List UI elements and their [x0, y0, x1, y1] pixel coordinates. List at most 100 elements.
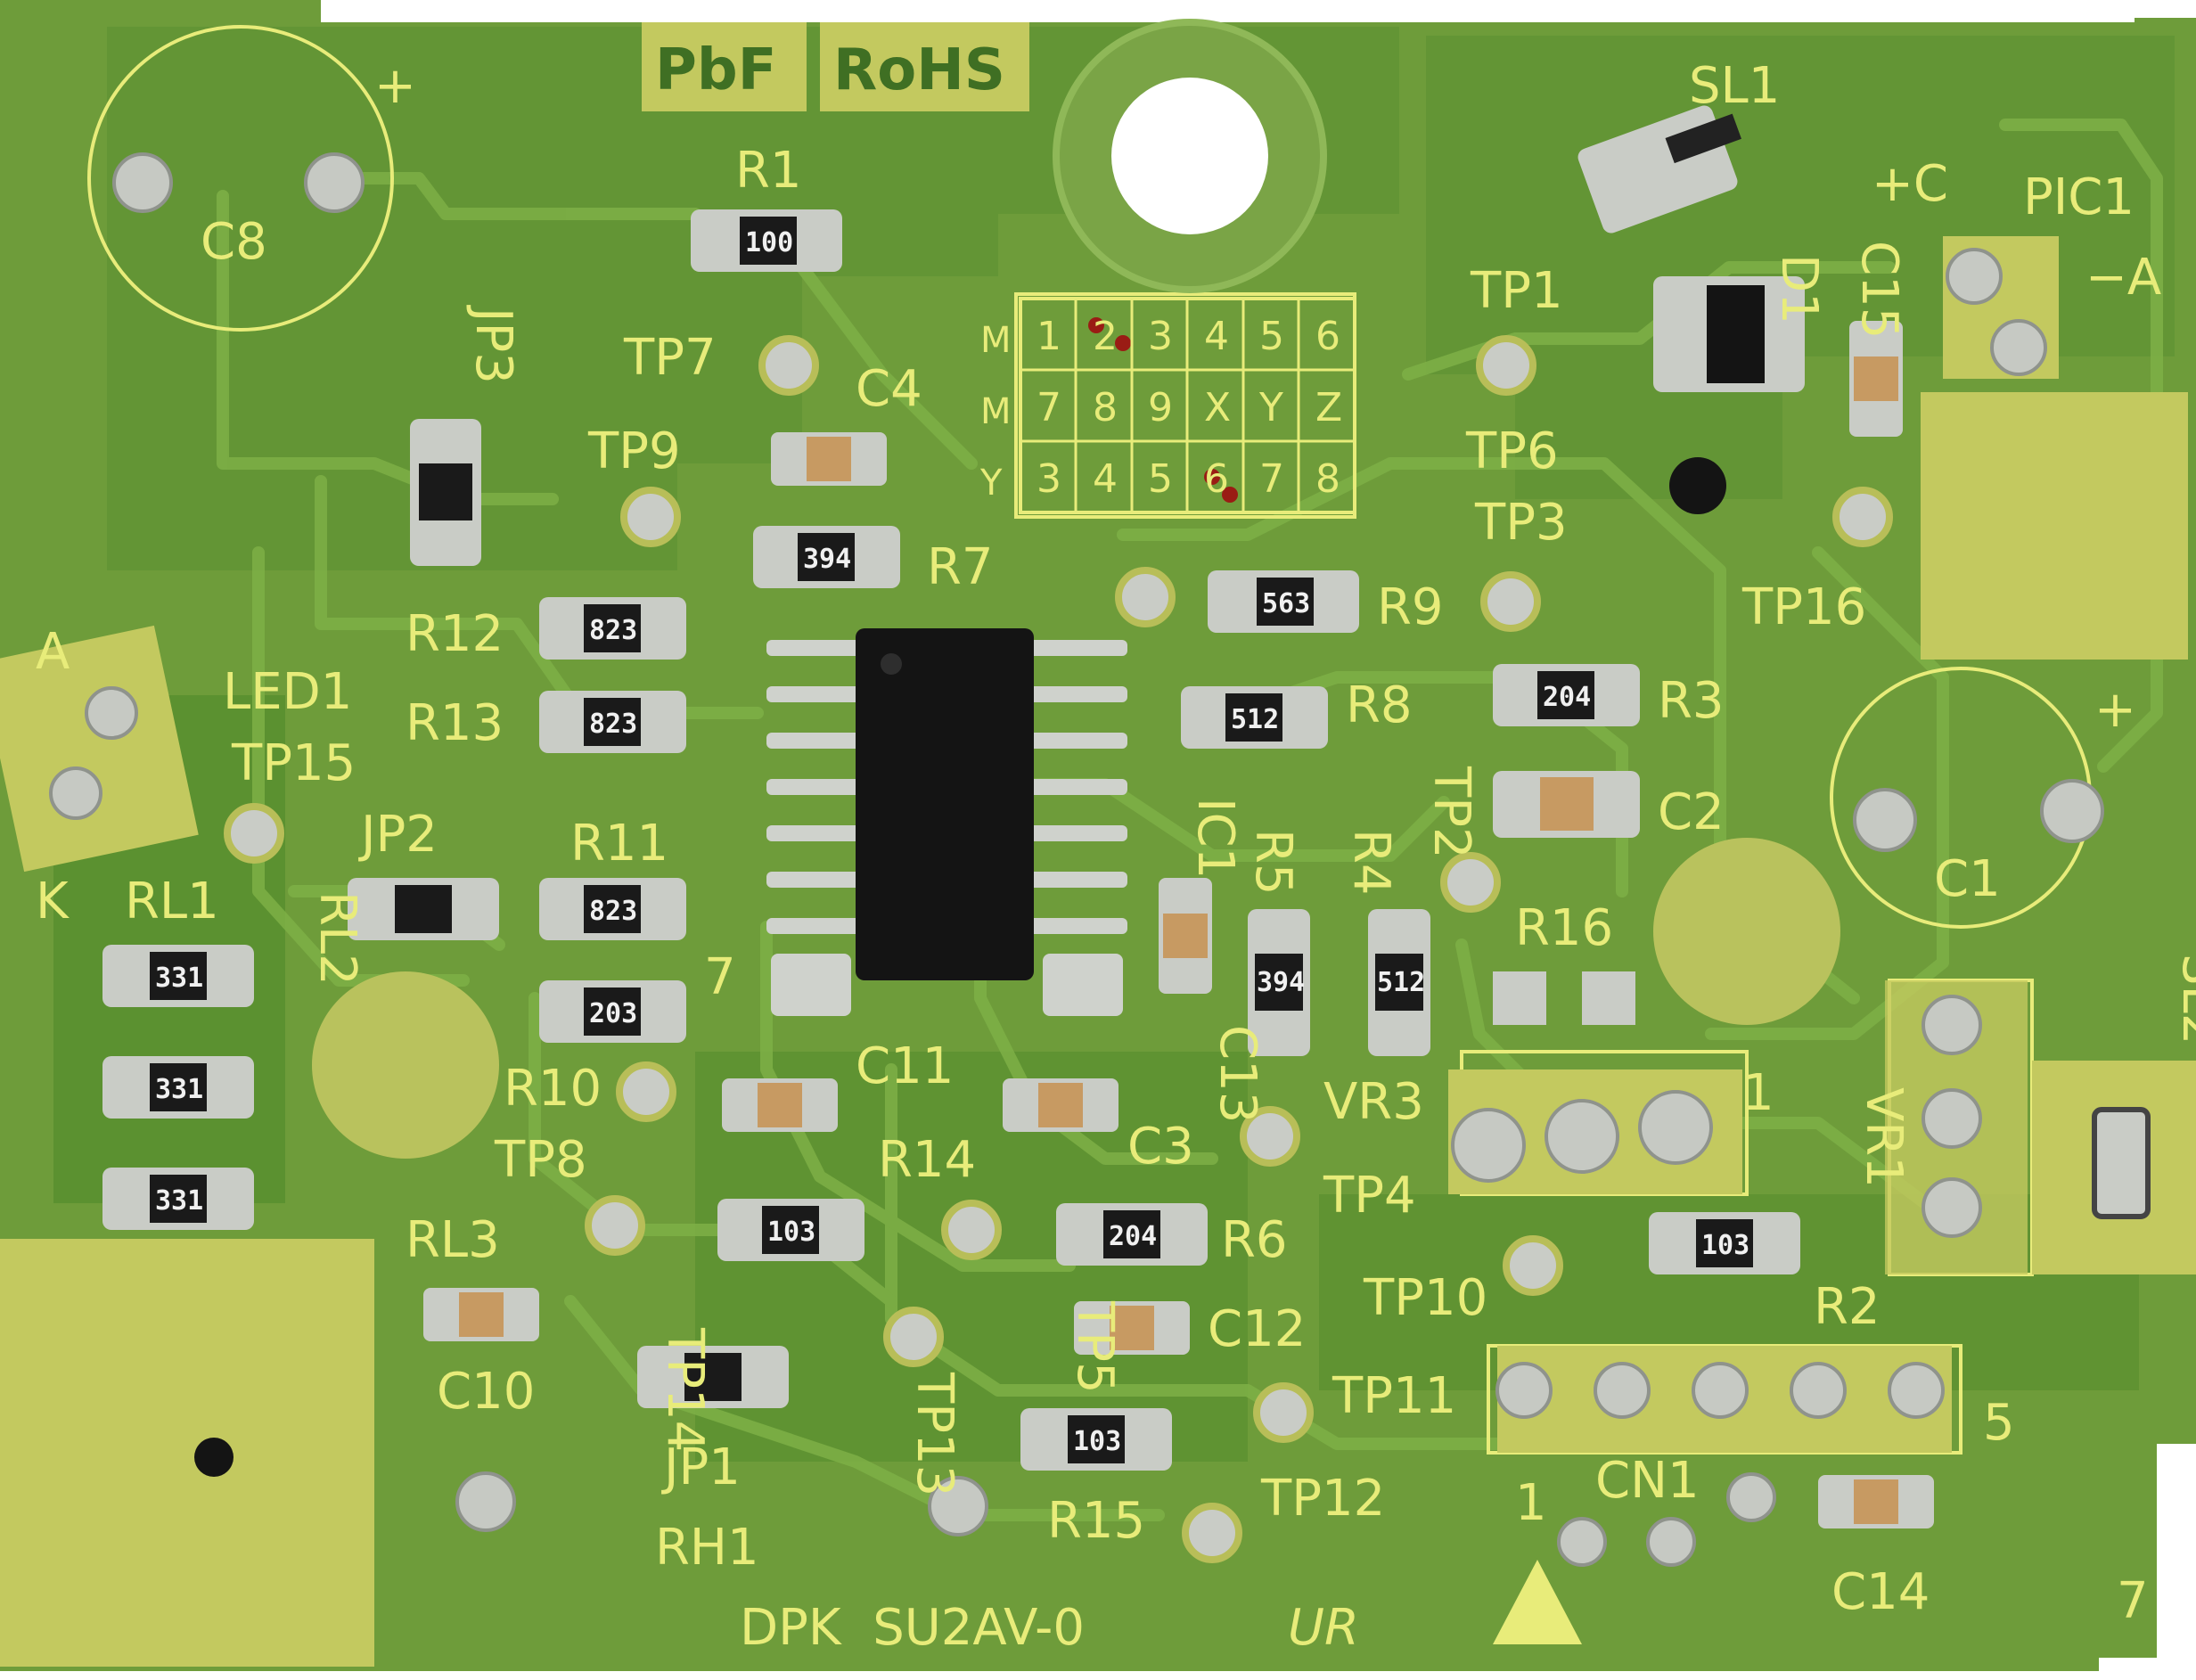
label-tp14: TP14	[656, 1327, 714, 1452]
cap-c3-body	[1038, 1083, 1083, 1127]
label-sl2: SL2	[2171, 954, 2196, 1045]
test-point	[224, 803, 284, 864]
label-cn1: CN1	[1595, 1452, 1700, 1510]
chip-mark-r4: 512	[1377, 967, 1425, 998]
grid-cell: Z	[1315, 385, 1342, 430]
test-points	[224, 335, 1893, 1563]
grid-cell: 4	[1204, 314, 1229, 359]
label-r9: R9	[1377, 578, 1444, 636]
r16-pad	[1493, 971, 1546, 1025]
dark-spot	[1669, 457, 1726, 514]
pbf-badge	[642, 22, 807, 111]
grid-cell: 6	[1315, 314, 1340, 359]
grid-cell: 5	[1259, 314, 1284, 359]
grid-row-label: Y	[979, 463, 1003, 504]
label-tp16: TP16	[1741, 578, 1866, 636]
smd-r13-body	[584, 698, 641, 746]
label-one-cn: 1	[1515, 1474, 1547, 1532]
chip-mark-r9: 563	[1262, 588, 1310, 619]
ic1-body	[856, 628, 1034, 980]
pbf-text: PbF	[655, 37, 776, 103]
trace	[564, 1295, 1165, 1521]
label-tp7: TP7	[623, 329, 717, 387]
mask-zone	[0, 1239, 374, 1667]
pad	[455, 1471, 516, 1532]
grid-cell: 1	[1037, 314, 1061, 359]
pin	[766, 686, 869, 702]
chip-mark-r2: 103	[1701, 1230, 1749, 1261]
silkscreen-labels: C8 + R1 SL1 PIC1 +C −A C15 D1 TP1 TP7 C4…	[36, 57, 2196, 1621]
label-sl1: SL1	[1689, 57, 1780, 115]
label-tp3: TP3	[1474, 494, 1568, 552]
grid-cell: 3	[1148, 314, 1173, 359]
label-minus-a: −A	[2085, 249, 2161, 307]
label-pic1: PIC1	[2023, 168, 2135, 226]
test-point	[1503, 1235, 1563, 1296]
label-plus-c1: +	[2094, 681, 2136, 739]
label-tp10: TP10	[1363, 1269, 1487, 1327]
pin	[766, 640, 869, 656]
pad	[1888, 1362, 1945, 1419]
capacitors	[423, 321, 1934, 1528]
smd-r2-body	[1696, 1219, 1753, 1267]
smd-r15-body	[1068, 1415, 1125, 1463]
label-vr3: VR3	[1323, 1073, 1424, 1131]
pad	[85, 686, 138, 740]
pin	[766, 733, 869, 749]
pad	[2040, 779, 2104, 843]
smd-r3-body	[1537, 671, 1594, 719]
grid-cell: 3	[1037, 456, 1061, 502]
test-point	[616, 1061, 676, 1122]
pin	[1025, 779, 1127, 795]
pad	[1990, 319, 2047, 376]
label-r6: R6	[1221, 1211, 1288, 1269]
chip-mark-rl3: 331	[155, 1185, 203, 1217]
test-point	[1440, 852, 1501, 913]
ic1-pins	[766, 640, 1127, 1016]
jumper-grid: M M Y 1 2 3 4 5 6 7 8 9 X Y Z 3 4 5 6 7 …	[979, 297, 1356, 514]
smd-r9-body	[1257, 578, 1314, 626]
pad	[1545, 1099, 1619, 1174]
label-r1: R1	[735, 142, 802, 200]
cap-c12-body	[1110, 1306, 1154, 1350]
chip-mark-r8: 512	[1231, 704, 1279, 735]
label-c15: C15	[1850, 241, 1908, 339]
test-point	[1832, 487, 1893, 547]
label-c13: C13	[1209, 1025, 1266, 1123]
label-tp9: TP9	[587, 422, 681, 480]
pad	[1922, 1088, 1982, 1149]
pad	[1922, 1177, 1982, 1238]
label-r5: R5	[1244, 829, 1302, 896]
label-c11: C11	[856, 1037, 954, 1095]
grid-row-label: M	[980, 320, 1012, 361]
smd-r1-body	[740, 217, 797, 265]
mask-zone	[0, 625, 199, 873]
label-tp5: TP5	[1066, 1300, 1124, 1394]
chip-mark-r7: 394	[803, 544, 851, 575]
label-tp6: TP6	[1465, 422, 1559, 480]
pin	[766, 825, 869, 841]
pad	[1594, 1362, 1651, 1419]
label-tp8: TP8	[494, 1131, 587, 1189]
board-footer-text: DPK SU2AV-0	[740, 1599, 1085, 1657]
large-pad	[312, 971, 499, 1159]
label-r4: R4	[1342, 829, 1400, 896]
warning-triangle	[1493, 1560, 1582, 1644]
label-r2: R2	[1814, 1278, 1881, 1336]
label-plus-c: +C	[1872, 155, 1948, 213]
test-point	[585, 1195, 645, 1256]
chip-mark-r6: 204	[1109, 1221, 1157, 1252]
pin	[1025, 825, 1127, 841]
chip-marks: 100 394 563 823 823 512 204 823 203 394 …	[155, 227, 1749, 1457]
chip-mark-r13: 823	[589, 709, 637, 740]
label-r16: R16	[1515, 899, 1613, 957]
chip-mark-r12: 823	[589, 615, 637, 646]
label-tp1: TP1	[1470, 262, 1563, 320]
cap-c14-body	[1854, 1479, 1898, 1524]
large-pad	[1653, 838, 1840, 1025]
grid-cell: 7	[1259, 456, 1284, 502]
dark-spot	[194, 1438, 234, 1477]
trace	[885, 1063, 1610, 1450]
pad	[1946, 248, 2003, 305]
